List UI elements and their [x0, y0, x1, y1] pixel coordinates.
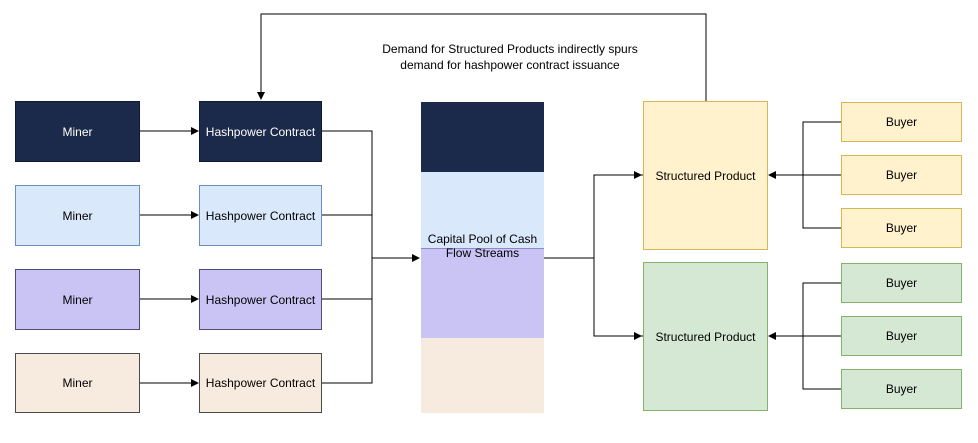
- structured-product-node-2[interactable]: Structured Product: [643, 262, 768, 411]
- miner-node-4[interactable]: Miner: [15, 353, 140, 413]
- hashpower-contract-node-1[interactable]: Hashpower Contract: [199, 101, 322, 162]
- contract-merge-line: [322, 130, 373, 384]
- hashpower-contract-node-3[interactable]: Hashpower Contract: [199, 269, 322, 330]
- buyer-node-6[interactable]: Buyer: [841, 369, 962, 409]
- feedback-note: Demand for Structured Products indirectl…: [360, 41, 660, 73]
- pool-segment-blue: [421, 172, 544, 248]
- pool-label: Capital Pool of Cash Flow Streams: [427, 232, 538, 260]
- pool-segment-purple: [421, 248, 544, 339]
- miner-node-2[interactable]: Miner: [15, 185, 140, 246]
- buyer-node-3[interactable]: Buyer: [841, 208, 962, 248]
- buyer-node-5[interactable]: Buyer: [841, 316, 962, 356]
- structured-product-node-1[interactable]: Structured Product: [643, 101, 768, 250]
- buyer-node-4[interactable]: Buyer: [841, 263, 962, 303]
- miner-node-1[interactable]: Miner: [15, 101, 140, 162]
- miner-node-3[interactable]: Miner: [15, 269, 140, 330]
- pool-segment-peach: [421, 338, 544, 413]
- buyer-node-1[interactable]: Buyer: [841, 102, 962, 142]
- buyer-node-2[interactable]: Buyer: [841, 155, 962, 195]
- feedback-note-line2: demand for hashpower contract issuance: [400, 58, 620, 72]
- pool-segment-dark: [421, 102, 544, 172]
- hashpower-contract-node-2[interactable]: Hashpower Contract: [199, 185, 322, 246]
- feedback-arrow: [257, 13, 707, 101]
- feedback-note-line1: Demand for Structured Products indirectl…: [382, 42, 638, 56]
- hashpower-contract-node-4[interactable]: Hashpower Contract: [199, 353, 322, 413]
